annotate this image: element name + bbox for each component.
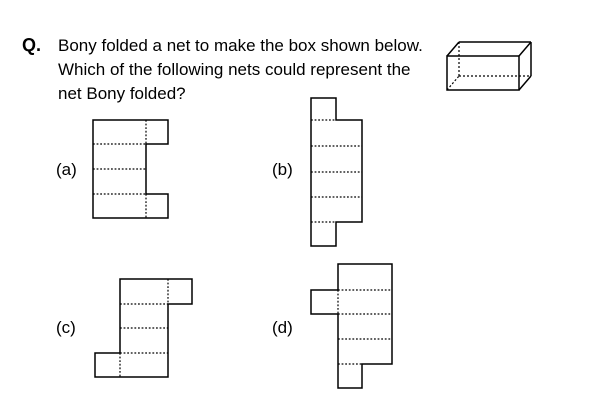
box-figure bbox=[446, 41, 532, 91]
box-hidden-diagonal bbox=[446, 75, 460, 91]
box-edge-top-right bbox=[518, 41, 532, 57]
net-d bbox=[310, 263, 393, 389]
question-line-1: Bony folded a net to make the box shown … bbox=[58, 36, 423, 55]
net-d-outline bbox=[310, 263, 393, 389]
question-line-3: net Bony folded? bbox=[58, 84, 186, 103]
net-b-outline bbox=[310, 97, 363, 247]
net-a bbox=[92, 119, 169, 219]
question-line-2: Which of the following nets could repres… bbox=[58, 60, 411, 79]
question-number: Q. bbox=[22, 35, 42, 55]
option-d-label[interactable]: (d) bbox=[272, 318, 293, 337]
net-b bbox=[310, 97, 363, 247]
net-c-outline bbox=[94, 278, 193, 378]
box-edge-bottom-right bbox=[518, 75, 532, 91]
option-c-label[interactable]: (c) bbox=[56, 318, 76, 337]
box-edge-top-left bbox=[446, 41, 460, 57]
option-a-label[interactable]: (a) bbox=[56, 160, 77, 179]
net-c bbox=[94, 278, 193, 378]
box-front-face bbox=[446, 55, 520, 91]
question-text: Bony folded a net to make the box shown … bbox=[58, 34, 438, 106]
option-b-label[interactable]: (b) bbox=[272, 160, 293, 179]
